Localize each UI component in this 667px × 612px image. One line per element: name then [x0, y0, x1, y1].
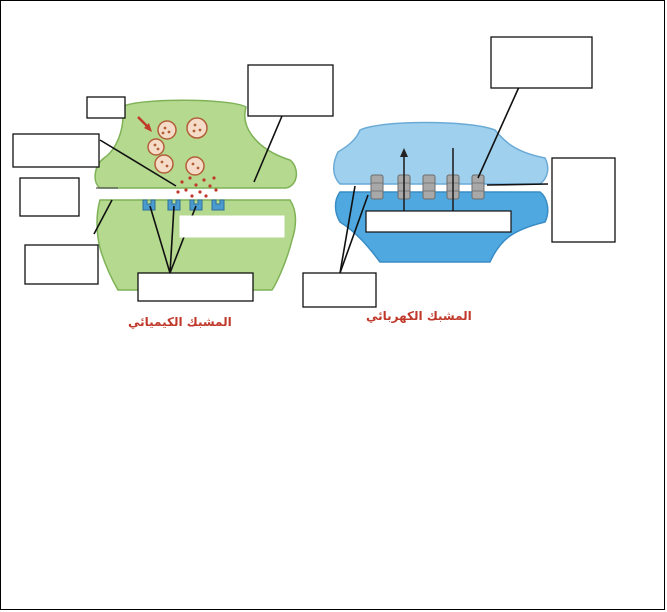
mask-box-electrical — [365, 210, 512, 233]
label-box-chem-left-1[interactable] — [12, 133, 100, 168]
leader-lines — [93, 86, 549, 274]
vesicle — [186, 117, 208, 139]
chemical-synapse-caption: المشبك الكيميائي — [128, 315, 232, 329]
chemical-presynaptic-terminal — [94, 99, 298, 189]
mask-box-chemical — [179, 215, 285, 238]
label-box-chem-top-right[interactable] — [247, 64, 334, 117]
electrical-presynaptic-terminal — [333, 121, 549, 185]
receptor — [167, 199, 181, 211]
vesicle-dots — [153, 123, 202, 170]
label-box-elec-right[interactable] — [551, 157, 616, 243]
label-box-chem-left-3[interactable] — [24, 244, 99, 285]
gap-junctions — [370, 174, 485, 200]
label-box-chem-bottom[interactable] — [137, 272, 254, 302]
label-boxes — [12, 36, 616, 308]
electrical-synapse-caption: المشبك الكهربائي — [366, 309, 472, 323]
label-box-chem-top-small[interactable] — [86, 96, 126, 119]
vesicle — [154, 154, 174, 174]
release-arrow-head — [144, 123, 152, 132]
chemical-synapse — [94, 99, 298, 291]
label-box-elec-bottom[interactable] — [302, 272, 377, 308]
receptor — [142, 199, 156, 211]
receptor — [211, 199, 225, 211]
vesicle — [157, 120, 177, 140]
gap-junction-channel — [471, 174, 485, 200]
synaptic-vesicles — [147, 117, 208, 176]
label-box-elec-top[interactable] — [490, 36, 593, 89]
neurotransmitter-dots — [176, 176, 218, 198]
gap-junction-channel — [422, 174, 436, 200]
electrical-synapse — [333, 121, 549, 263]
vesicle — [147, 138, 165, 156]
ion-flow-arrow-head — [400, 148, 408, 157]
vesicle — [185, 156, 205, 176]
label-box-chem-left-2[interactable] — [19, 177, 80, 217]
gap-junction-channel — [370, 174, 384, 200]
